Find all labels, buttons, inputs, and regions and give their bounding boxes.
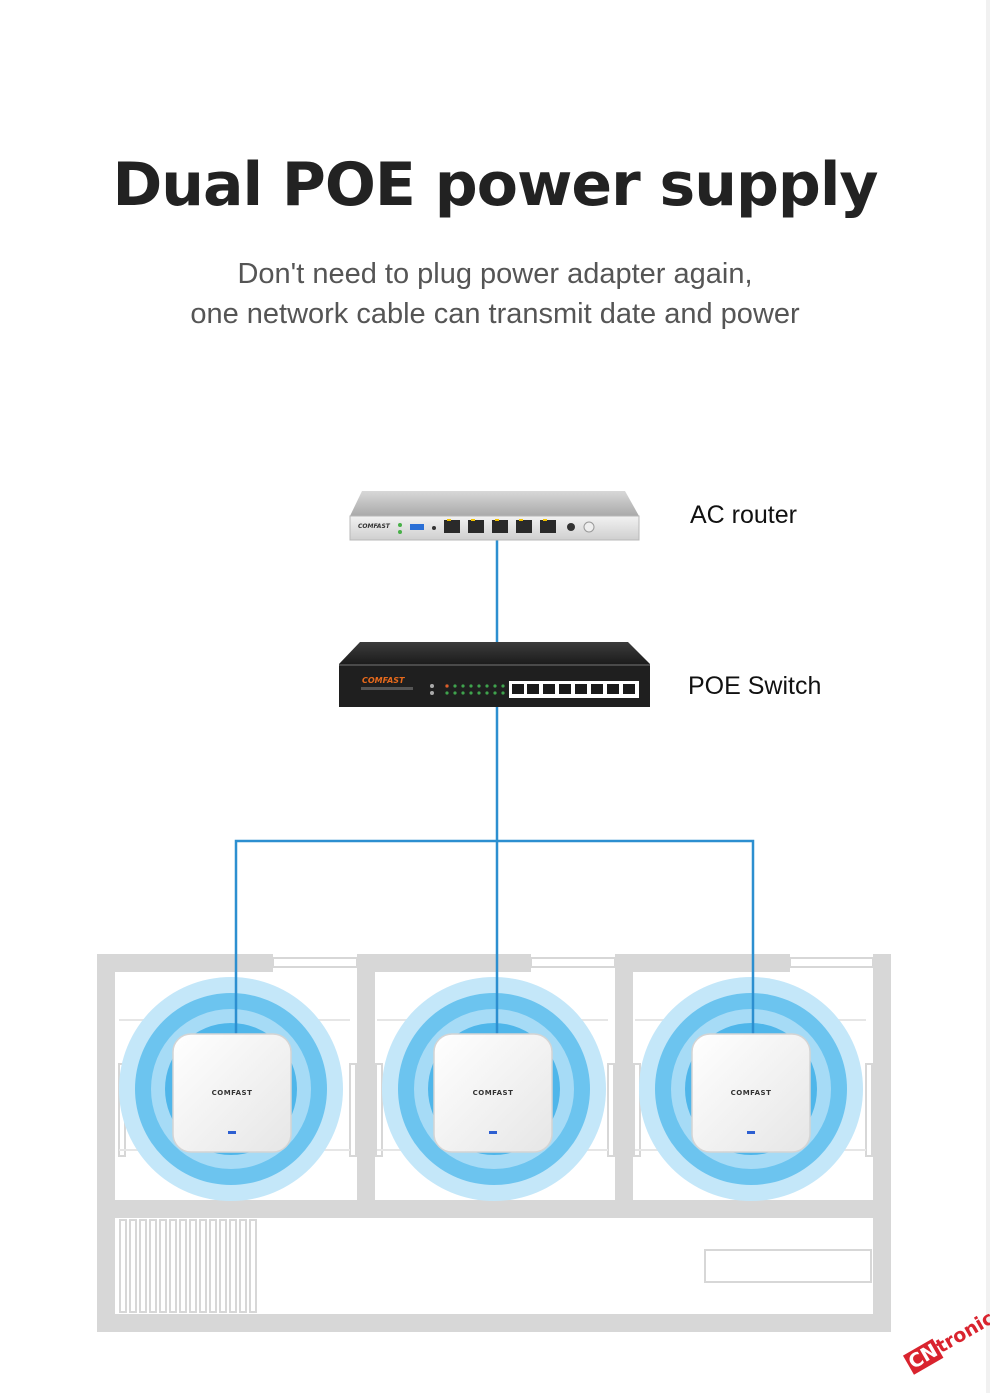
switch-brand-logo: COMFAST: [362, 676, 405, 685]
page-title: Dual POE power supply: [112, 150, 878, 220]
router-brand-logo: COMFAST: [358, 523, 390, 530]
floor-plan: [97, 954, 891, 1332]
network-cables: [234, 540, 755, 1036]
subtitle-line-1: Don't need to plug power adapter again,: [237, 258, 753, 290]
right-edge-strip: [986, 0, 990, 1393]
poe-switch: [339, 642, 650, 707]
ap-3-brand: COMFAST: [730, 1089, 772, 1097]
ac-router: [349, 491, 640, 541]
ap-1-brand: COMFAST: [211, 1089, 253, 1097]
radiator: [119, 1219, 257, 1313]
subtitle-line-2: one network cable can transmit date and …: [190, 298, 800, 330]
access-point-1: [172, 1033, 292, 1153]
ac-router-label: AC router: [690, 501, 797, 529]
poe-switch-label: POE Switch: [688, 672, 822, 700]
access-point-3: [691, 1033, 811, 1153]
ap-2-brand: COMFAST: [472, 1089, 514, 1097]
access-point-2: [433, 1033, 553, 1153]
